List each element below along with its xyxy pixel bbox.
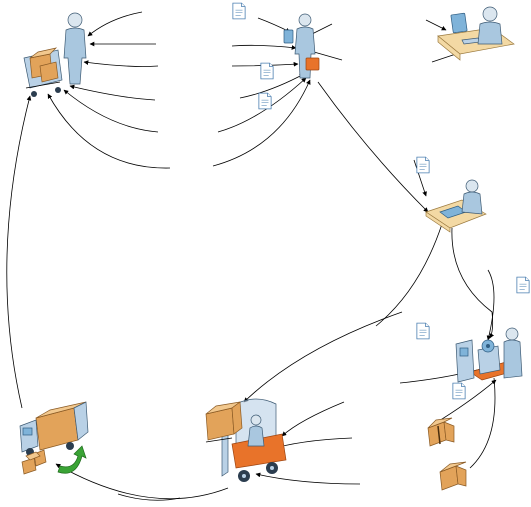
connector (217, 77, 307, 133)
document-icon (260, 62, 274, 80)
connector (425, 19, 447, 31)
person-at-computer-desk-icon (437, 6, 515, 61)
connector (55, 463, 229, 500)
connector (243, 311, 403, 403)
connector (47, 93, 171, 169)
document-icon (516, 276, 530, 294)
documents (232, 2, 530, 400)
connector (313, 51, 343, 61)
connector (311, 23, 333, 35)
connector (117, 493, 181, 501)
closed-box-icon (439, 461, 467, 491)
connector (231, 44, 297, 50)
connector (212, 79, 311, 167)
connector (255, 472, 361, 485)
connector (413, 159, 427, 197)
connector (451, 227, 495, 339)
connector (6, 95, 32, 409)
connector (281, 401, 345, 437)
forklift-with-boxes-icon (205, 398, 287, 482)
delivery-truck-with-boxes-icon (19, 401, 89, 475)
connector (317, 81, 429, 213)
packages (427, 417, 467, 491)
connector (83, 60, 159, 67)
open-box-icon (427, 417, 455, 447)
connector (375, 223, 443, 327)
document-icon (232, 2, 246, 20)
connector (486, 269, 495, 341)
connector (63, 89, 159, 133)
document-icon (416, 156, 430, 174)
connector (87, 11, 143, 37)
document-icon (452, 382, 466, 400)
connectors (6, 11, 497, 501)
document-icon (258, 92, 272, 110)
person-at-planning-table-icon (425, 179, 487, 233)
person-at-machine-workstation-icon (455, 327, 523, 383)
person-with-shopping-cart-icon (23, 12, 87, 97)
connector (469, 377, 496, 469)
connector (239, 73, 305, 99)
person-with-clipboard-and-bag-icon (283, 13, 320, 79)
document-icon (416, 322, 430, 340)
connector (69, 84, 156, 101)
